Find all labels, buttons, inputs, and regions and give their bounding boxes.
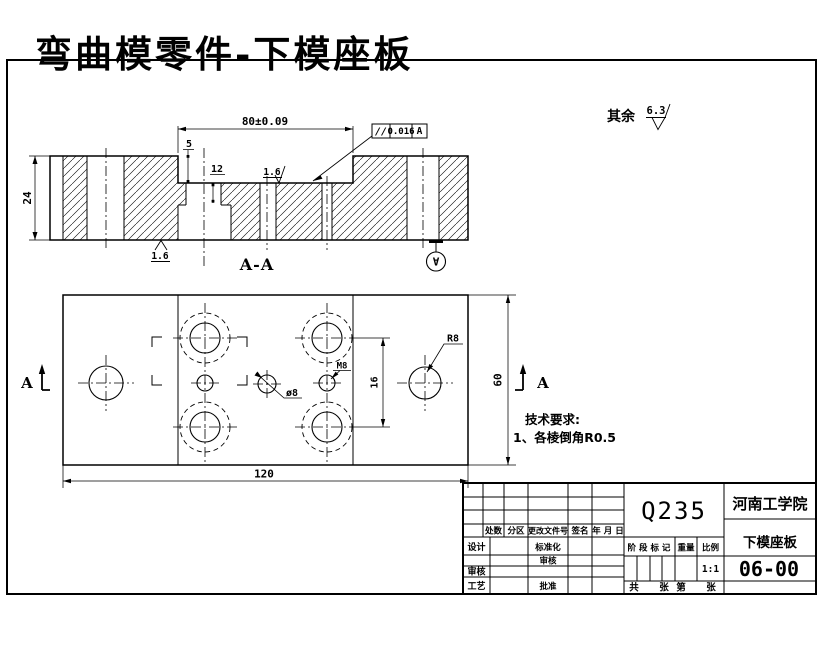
- dim-width-top: 80±0.09: [177, 115, 354, 153]
- section-centerlines: [105, 148, 424, 266]
- tech-requirements: 技术要求: 1、各棱倒角R0.5: [513, 412, 616, 445]
- section-arrow: [519, 364, 527, 374]
- hole-callout-text: ø8: [286, 388, 298, 399]
- leader-arrow: [254, 371, 262, 378]
- counterbore-holes: [179, 312, 353, 453]
- row-review: 审核: [539, 556, 557, 567]
- dim-pitch: 16: [359, 337, 390, 428]
- tech-requirements-heading: 技术要求:: [525, 412, 580, 427]
- section-marker-left: A: [20, 364, 50, 392]
- tolerance-datum: A: [417, 126, 423, 137]
- section-marker-right-text: A: [536, 374, 549, 392]
- parallelism-symbol: //: [375, 127, 387, 138]
- dim-thickness: 24: [21, 155, 50, 241]
- drawing-number: 06-00: [739, 557, 799, 581]
- tolerance-value: 0.016: [387, 127, 414, 137]
- roughness-value: 6.3: [647, 105, 666, 117]
- sheet-no-label: 第: [676, 582, 686, 594]
- header-date: 年 月 日: [592, 526, 623, 537]
- dim-width-top-text: 80±0.09: [242, 115, 288, 128]
- title-block-grid: [463, 483, 816, 594]
- sheet-border: [6, 59, 817, 595]
- roughness-icon: [263, 165, 286, 185]
- tech-requirements-item: 1、各棱倒角R0.5: [513, 430, 616, 445]
- plan-centerlines: [78, 303, 453, 462]
- dim-step-depth: 5: [183, 139, 194, 183]
- page-title: 弯曲模零件-下模座板: [35, 32, 413, 76]
- section-arrow: [38, 364, 46, 374]
- dim-length: 120: [62, 465, 469, 488]
- roughness-icon: [151, 239, 170, 262]
- dim-width-text: 60: [492, 373, 505, 386]
- roughness-prefix: 其余: [607, 108, 636, 125]
- hatch-areas: [63, 156, 468, 240]
- dim-pitch-text: 16: [370, 376, 381, 388]
- dim-step-height: 12: [210, 164, 225, 203]
- dim-length-text: 120: [254, 468, 274, 481]
- header-zone: 分区: [507, 526, 525, 537]
- radius-callout: R8: [426, 334, 463, 373]
- dim-step-depth-text: 5: [186, 139, 192, 150]
- row-approve: 批准: [539, 581, 557, 592]
- leader-arrow: [427, 364, 434, 372]
- plan-step-edges: [177, 295, 354, 465]
- section-marker-left-text: A: [20, 374, 33, 392]
- leader-arrow: [313, 175, 323, 181]
- roughness-bottom-text: 1.6: [151, 251, 168, 262]
- header-quantity: 处数: [484, 526, 503, 537]
- general-roughness-note: 其余 6.3: [607, 103, 671, 131]
- row-process: 工艺: [467, 580, 485, 592]
- corner-bracket-marks: [151, 336, 248, 386]
- holes: [88, 365, 442, 401]
- section-marker-right: A: [515, 364, 549, 392]
- roughness-top: 1.6: [263, 165, 286, 185]
- header-doc-no: 更改文件号: [528, 526, 568, 536]
- row-standardization: 标准化: [534, 542, 561, 553]
- title-block: 处数 分区 更改文件号 签名 年 月 日 设计 标准化 审核 审核 工艺 批准 …: [462, 482, 817, 595]
- sheet-label-2: 张: [706, 582, 716, 594]
- roughness-icon: [646, 103, 671, 131]
- dim-thickness-text: 24: [21, 191, 34, 205]
- sheet-total-label: 共: [629, 582, 639, 594]
- roughness-top-text: 1.6: [263, 167, 280, 178]
- row-check: 审核: [467, 566, 485, 578]
- datum-circle-icon: [425, 251, 447, 272]
- datum-label: A: [432, 255, 439, 268]
- hole-callout: ø8: [254, 371, 302, 399]
- thread-callout: M8: [330, 362, 351, 380]
- thread-callout-text: M8: [337, 362, 348, 372]
- datum-feature: A: [425, 240, 447, 272]
- company-name: 河南工学院: [732, 495, 807, 513]
- plan-view: ø8 M8 R8 16 60 120: [20, 294, 549, 488]
- section-view: 24 80±0.09 5 12 // 0.016: [21, 115, 469, 274]
- weight-header: 重量: [677, 543, 695, 554]
- header-signature: 签名: [570, 526, 588, 537]
- sheet-label: 张: [659, 582, 669, 594]
- part-name: 下模座板: [743, 534, 797, 551]
- stage-header: 阶 段 标 记: [628, 543, 671, 554]
- radius-callout-text: R8: [447, 334, 459, 345]
- section-outline: [49, 155, 469, 241]
- section-internal-edges: [62, 156, 440, 240]
- roughness-bottom: 1.6: [151, 239, 170, 262]
- scale-value: 1:1: [702, 564, 719, 575]
- row-design: 设计: [467, 541, 485, 553]
- material-spec: Q235: [641, 497, 707, 525]
- scale-header: 比例: [702, 543, 720, 554]
- leader-arrow: [331, 371, 339, 379]
- dim-width: 60: [468, 294, 516, 466]
- dim-step-height-text: 12: [211, 164, 223, 175]
- section-caption: A-A: [239, 255, 274, 274]
- tolerance-frame: // 0.016 A: [312, 123, 428, 182]
- plan-outline: [62, 294, 469, 466]
